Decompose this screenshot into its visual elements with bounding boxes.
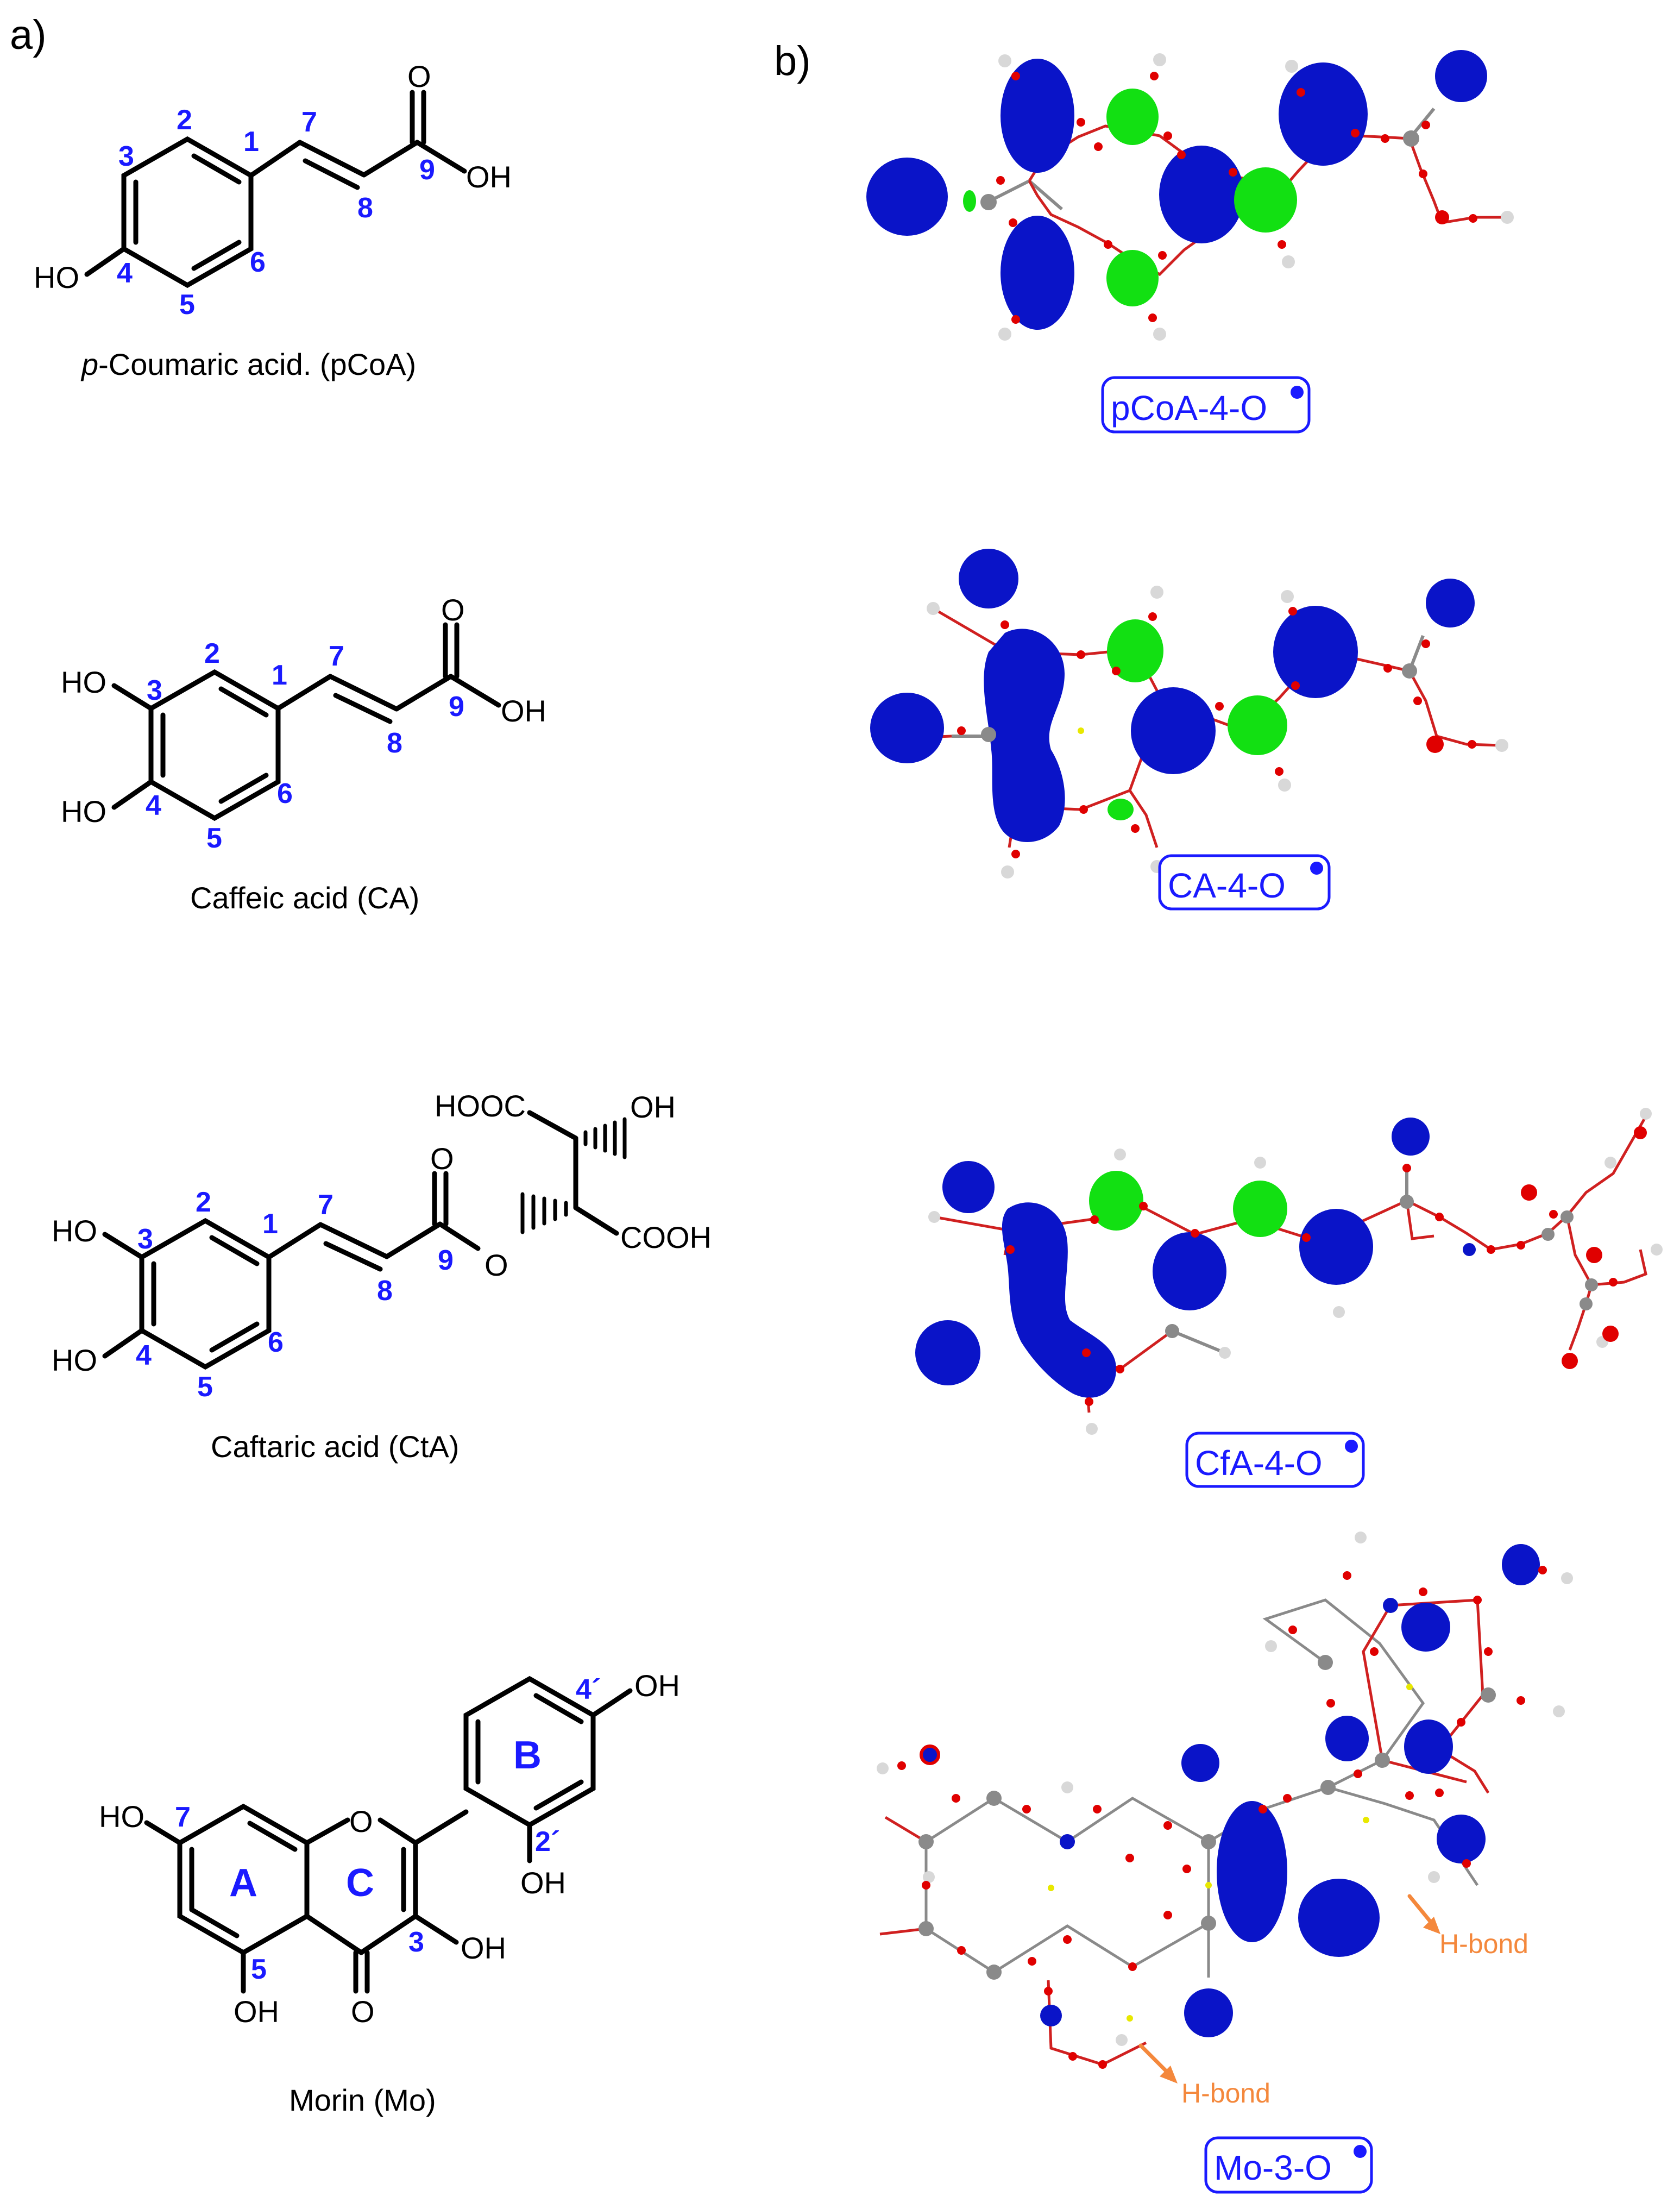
hbond-label: H-bond bbox=[1181, 2078, 1270, 2108]
pcoa-locant: 9 bbox=[419, 154, 435, 186]
mo-labels: O O HO OH OH OH OH 7 5 3 2´ 4´ A B C Mor… bbox=[99, 1668, 680, 2117]
radical-label-mo-text: Mo-3-O bbox=[1214, 2148, 1332, 2187]
mo-locant: 3 bbox=[408, 1926, 424, 1958]
pcoa-acid-oh: OH bbox=[466, 160, 512, 194]
pcoa-locant: 3 bbox=[118, 141, 134, 172]
mo-name: Morin (Mo) bbox=[289, 2083, 436, 2117]
mo-ring-label-b: B bbox=[513, 1734, 542, 1777]
mo-oh-5: OH bbox=[234, 1994, 279, 2029]
pcoa-name-prefix: p bbox=[80, 347, 98, 381]
pcoa-locant: 4 bbox=[117, 258, 133, 289]
ca-acid-oh: OH bbox=[501, 694, 546, 728]
panel-b-label: b) bbox=[774, 38, 811, 84]
pcoa-labels: HO O OH 1 2 3 4 5 6 7 8 9 p-Coumaric aci… bbox=[34, 59, 512, 381]
pcoa-name: p-Coumaric acid. (pCoA) bbox=[80, 347, 416, 381]
cta-hooc: HOOC bbox=[435, 1089, 526, 1123]
structure-pcoa bbox=[84, 90, 467, 288]
ca-locant: 1 bbox=[272, 660, 287, 691]
pcoa-locant: 2 bbox=[177, 104, 192, 136]
ca-locant: 4 bbox=[146, 790, 161, 821]
mo-oh-7: HO bbox=[99, 1799, 144, 1834]
radical-label-mo: Mo-3-O bbox=[1204, 2136, 1373, 2194]
ca-locant: 8 bbox=[387, 727, 402, 759]
spin-density-ca bbox=[870, 549, 1508, 878]
cta-stereo-hashes bbox=[520, 1117, 627, 1234]
cta-locant: 7 bbox=[318, 1189, 334, 1221]
pcoa-locant: 1 bbox=[243, 126, 259, 158]
panel-a-label: a) bbox=[10, 12, 47, 58]
radical-label-pcoa-text: pCoA-4-O bbox=[1111, 388, 1267, 428]
radical-dot bbox=[1291, 386, 1304, 399]
pcoa-carbonyl-o: O bbox=[407, 59, 431, 93]
ca-locant: 3 bbox=[147, 675, 162, 706]
spin-density-mo: H-bond H-bond bbox=[877, 1532, 1573, 2108]
mo-oh-3: OH bbox=[461, 1931, 506, 1965]
mo-locant: 7 bbox=[175, 1802, 191, 1833]
cta-locant: 6 bbox=[268, 1327, 284, 1358]
radical-dot bbox=[1354, 2145, 1367, 2158]
ca-locant: 9 bbox=[449, 691, 464, 723]
spin-density-cfa bbox=[915, 1108, 1663, 1435]
mo-locant: 5 bbox=[251, 1954, 267, 1985]
ca-ho-4: HO bbox=[61, 794, 106, 829]
radical-label-cfa-text: CfA-4-O bbox=[1195, 1444, 1323, 1483]
structure-cta bbox=[102, 1110, 619, 1370]
pcoa-locant: 6 bbox=[250, 247, 266, 278]
spin-density-pcoa bbox=[866, 50, 1514, 341]
pcoa-locant: 5 bbox=[179, 289, 195, 321]
structure-ca bbox=[111, 622, 501, 821]
cta-ho-4: HO bbox=[52, 1343, 97, 1377]
hbond-label: H-bond bbox=[1439, 1929, 1528, 1959]
cta-locant: 5 bbox=[197, 1371, 213, 1403]
radical-dot bbox=[1310, 862, 1323, 875]
cta-locant: 4 bbox=[136, 1340, 152, 1371]
cta-locant: 9 bbox=[438, 1245, 454, 1276]
radical-label-ca-text: CA-4-O bbox=[1168, 866, 1286, 905]
cta-ho-3: HO bbox=[52, 1214, 97, 1248]
mo-ring-o: O bbox=[349, 1804, 373, 1838]
mo-ring-label-c: C bbox=[346, 1861, 374, 1905]
pcoa-locant: 7 bbox=[301, 106, 317, 138]
cta-locant: 8 bbox=[377, 1275, 393, 1307]
cta-locant: 2 bbox=[196, 1187, 211, 1218]
ca-locant: 2 bbox=[204, 638, 220, 669]
ca-locant: 7 bbox=[329, 641, 344, 672]
mo-ring-label-a: A bbox=[229, 1861, 257, 1905]
mo-keto-o: O bbox=[351, 1994, 375, 2029]
mo-locant: 4´ bbox=[576, 1674, 601, 1705]
structure-mo bbox=[144, 1675, 633, 1994]
ca-ho-3: HO bbox=[61, 665, 106, 699]
ca-carbonyl-o: O bbox=[441, 593, 465, 627]
ca-locant: 6 bbox=[277, 778, 293, 809]
cta-oh: OH bbox=[630, 1090, 676, 1124]
ca-locant: 5 bbox=[206, 823, 222, 854]
cta-cooh: COOH bbox=[620, 1220, 712, 1254]
radical-label-cfa: CfA-4-O bbox=[1185, 1432, 1365, 1488]
pcoa-name-rest: -Coumaric acid. (pCoA) bbox=[98, 347, 416, 381]
pcoa-ho-4: HO bbox=[34, 260, 79, 294]
radical-label-ca: CA-4-O bbox=[1158, 854, 1331, 911]
cta-labels: HO HO O O HOOC OH COOH 1 2 3 4 5 6 7 8 9… bbox=[52, 1089, 712, 1464]
mo-oh-4p: OH bbox=[634, 1668, 680, 1703]
ca-name: Caffeic acid (CA) bbox=[190, 881, 419, 915]
cta-ester-o: O bbox=[485, 1248, 508, 1282]
cta-locant: 3 bbox=[137, 1223, 153, 1255]
pcoa-locant: 8 bbox=[357, 192, 373, 224]
cta-name: Caftaric acid (CtA) bbox=[211, 1429, 459, 1464]
mo-oh-2p: OH bbox=[520, 1866, 566, 1900]
ca-labels: HO HO O OH 1 2 3 4 5 6 7 8 9 Caffeic aci… bbox=[61, 593, 546, 915]
cta-locant: 1 bbox=[262, 1208, 278, 1240]
mo-locant: 2´ bbox=[535, 1826, 560, 1857]
cta-carbonyl-o: O bbox=[430, 1141, 454, 1176]
radical-dot bbox=[1345, 1440, 1358, 1453]
radical-label-pcoa: pCoA-4-O bbox=[1101, 376, 1311, 434]
